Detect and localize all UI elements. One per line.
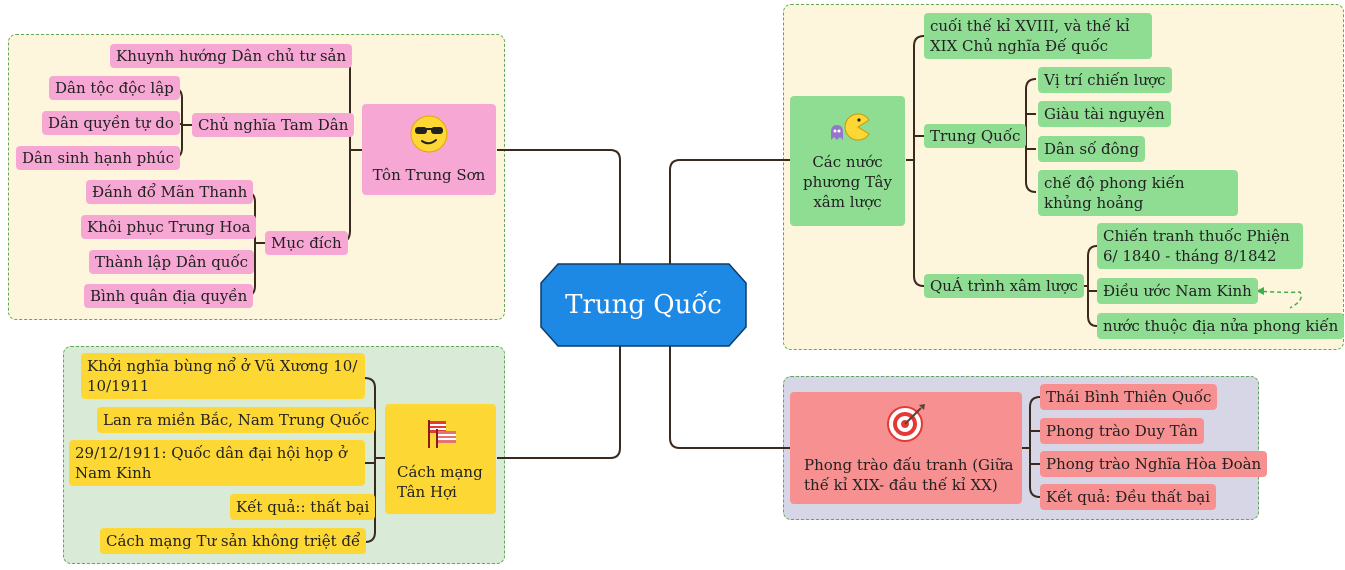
topic-label: Tôn Trung Sơn <box>372 166 486 184</box>
central-topic[interactable]: Trung Quốc <box>565 290 722 320</box>
topic-label: Phong trào đấu tranh (Giữa thế kỉ XIX- đ… <box>804 455 1014 494</box>
node-binh-quan-dia-quyen[interactable]: Bình quân địa quyền <box>84 284 254 308</box>
node-khoi-nghia-vu-xuong[interactable]: Khởi nghĩa bùng nổ ở Vũ Xương 10/ 10/191… <box>81 353 365 399</box>
node-lan-ra-mien-bac-nam[interactable]: Lan ra miền Bắc, Nam Trung Quốc <box>97 407 376 433</box>
topic-cach-mang-tan-hoi[interactable]: Cách mạng Tân Hợi <box>385 404 496 514</box>
node-khuynh-huong[interactable]: Khuynh hướng Dân chủ tư sản <box>110 44 353 68</box>
node-dan-quyen-tu-do[interactable]: Dân quyền tự do <box>42 111 180 135</box>
node-dan-so-dong[interactable]: Dân số đông <box>1038 136 1145 162</box>
node-vi-tri-chien-luoc[interactable]: Vị trí chiến lược <box>1038 67 1172 93</box>
node-che-do-phong-kien[interactable]: chế độ phong kiến khủng hoảng <box>1038 170 1238 216</box>
topic-phuong-tay-xam-luoc[interactable]: Các nước phương Tây xâm lược <box>790 96 905 226</box>
topic-ton-trung-son[interactable]: Tôn Trung Sơn <box>362 104 496 195</box>
node-quoc-dan-dai-hoi[interactable]: 29/12/1911: Quốc dân đại hội họp ở Nam K… <box>69 440 365 486</box>
topic-label: Cách mạng Tân Hợi <box>397 462 483 501</box>
node-chien-tranh-thuoc-phien[interactable]: Chiến tranh thuốc Phiện 6/ 1840 - tháng … <box>1097 223 1303 269</box>
node-muc-dich[interactable]: Mục đích <box>265 231 348 255</box>
node-qua-trinh-xam-luoc[interactable]: QuÁ trình xâm lược <box>924 274 1084 298</box>
target-icon <box>885 402 927 449</box>
node-phong-trao-duy-tan[interactable]: Phong trào Duy Tân <box>1040 418 1204 444</box>
node-danh-do-man-thanh[interactable]: Đánh đổ Mãn Thanh <box>86 180 254 204</box>
node-trung-quoc[interactable]: Trung Quốc <box>924 124 1027 148</box>
node-ket-qua-that-bai[interactable]: Kết quả:: thất bại <box>230 494 376 520</box>
node-nghia-hoa-doan[interactable]: Phong trào Nghĩa Hòa Đoàn <box>1040 451 1268 477</box>
node-chu-nghia-tam-dan[interactable]: Chủ nghĩa Tam Dân <box>192 113 355 137</box>
pacman-icon <box>825 110 871 144</box>
node-cuoi-the-ki-xviii[interactable]: cuối thế kỉ XVIII, và thế kỉ XIX Chủ ngh… <box>924 13 1152 59</box>
node-cach-mang-tu-san[interactable]: Cách mạng Tư sản không triệt để <box>100 528 367 554</box>
node-nuoc-thuoc-dia[interactable]: nước thuộc địa nửa phong kiến <box>1097 313 1345 339</box>
flags-icon <box>422 417 460 454</box>
node-dieu-uoc-nam-kinh[interactable]: Điều ước Nam Kinh <box>1097 278 1258 304</box>
node-thanh-lap-dan-quoc[interactable]: Thành lập Dân quốc <box>89 250 255 274</box>
topic-phong-trao-dau-tranh[interactable]: Phong trào đấu tranh (Giữa thế kỉ XIX- đ… <box>790 392 1022 504</box>
sunglasses-emoji-icon <box>409 114 449 159</box>
topic-label: Các nước phương Tây xâm lược <box>803 153 892 211</box>
node-ket-qua-deu-that-bai[interactable]: Kết quả: Đều thất bại <box>1040 484 1217 510</box>
center-hexagon[interactable] <box>540 263 747 347</box>
node-giau-tai-nguyen[interactable]: Giàu tài nguyên <box>1038 101 1171 127</box>
node-khoi-phuc-trung-hoa[interactable]: Khôi phục Trung Hoa <box>81 215 257 239</box>
node-dan-toc-doc-lap[interactable]: Dân tộc độc lập <box>49 76 180 100</box>
node-thai-binh-thien-quoc[interactable]: Thái Bình Thiên Quốc <box>1040 384 1218 410</box>
node-dan-sinh-hanh-phuc[interactable]: Dân sinh hạnh phúc <box>16 146 180 170</box>
